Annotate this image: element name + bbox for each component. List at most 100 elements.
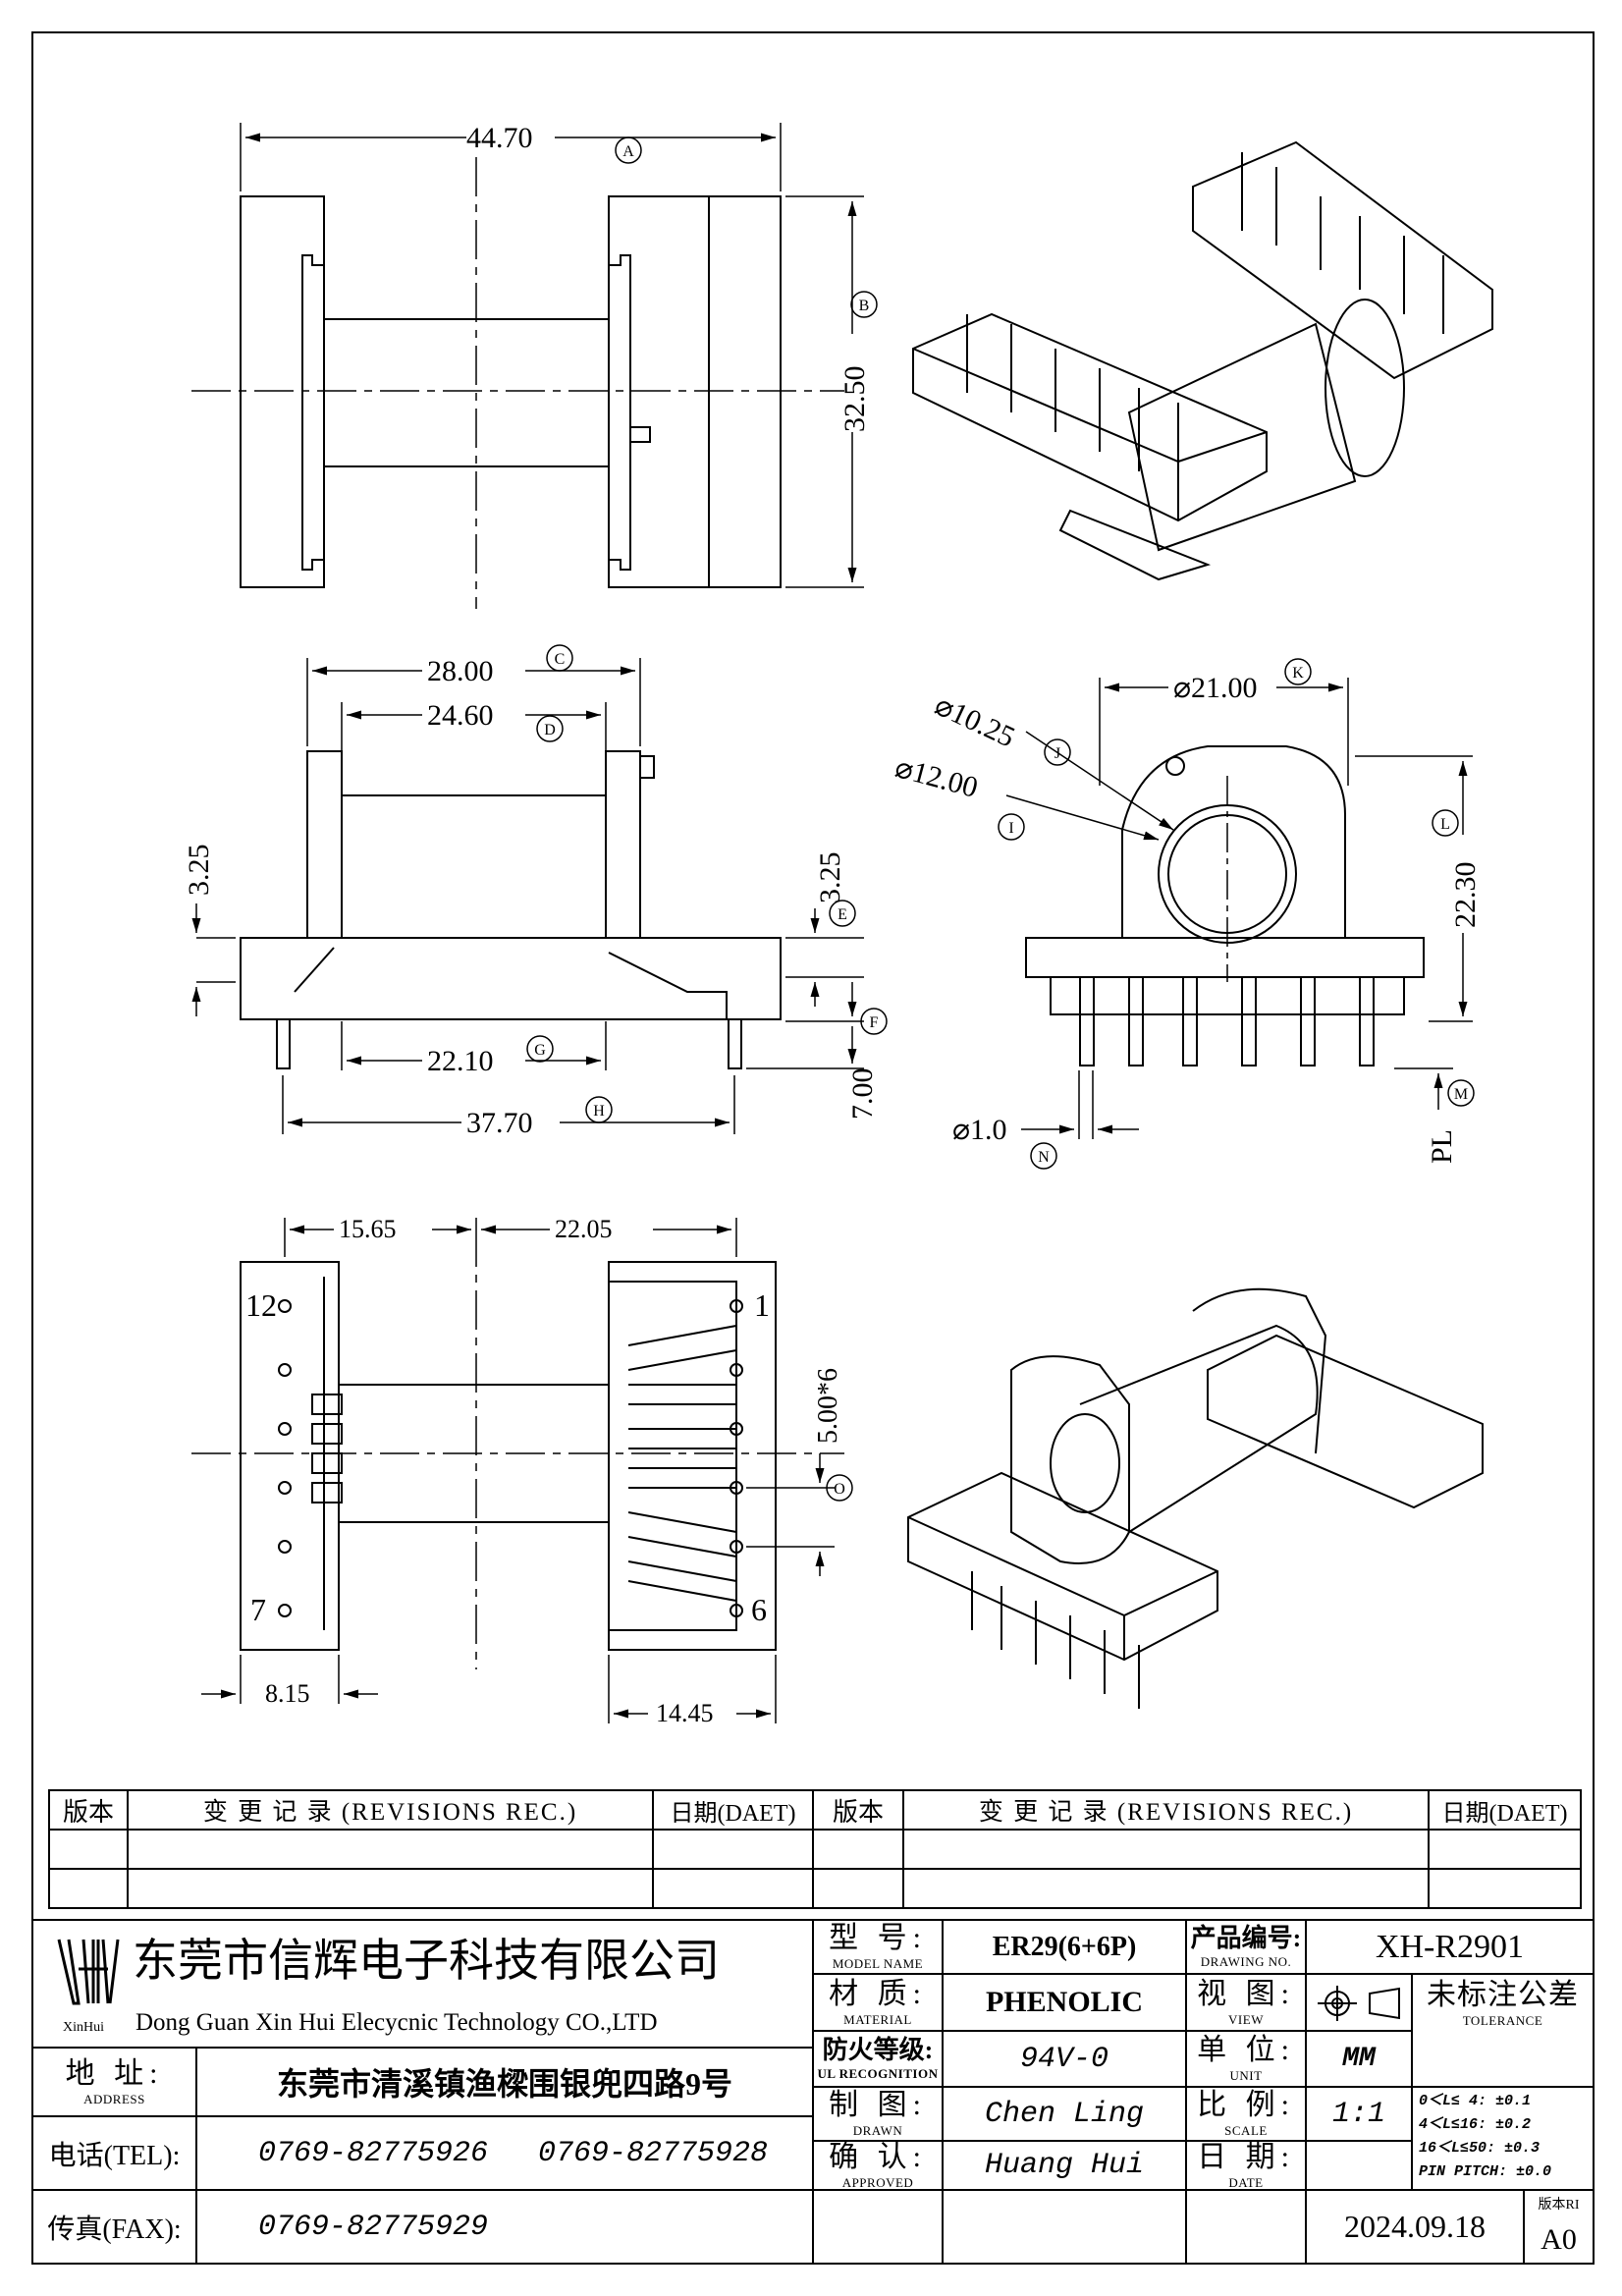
date-label: 日 期:DATE [1197,2140,1295,2190]
bottom-dimension-labels: 15.65 22.05 5.00*6 8.15 14.45 [265,1215,843,1727]
top-view [191,157,844,609]
marker-f: F [860,1008,888,1035]
model-label: 型 号:MODEL NAME [829,1922,927,1971]
svg-text:G: G [534,1042,546,1059]
marker-d: D [536,715,564,742]
dim-flange-thickness-left: 3.25 [183,845,215,897]
dim-right-base: 14.45 [656,1699,714,1727]
dim-core-outer-dia: ⌀12.00 [892,751,981,804]
marker-a: A [615,137,642,164]
rev-col-date-2: 日期(DAET) [1441,1800,1568,1827]
address-value: 东莞市清溪镇渔樑围银兜四路9号 [276,2066,732,2102]
title-block [31,1919,1595,2265]
dimension-labels: 44.70 32.50 28.00 24.60 3.25 3.25 22.10 … [183,122,1482,1164]
dim-overall-length: 44.70 [466,122,533,154]
rev-col-changes-1: 变 更 记 录 (REVISIONS REC.) [202,1799,578,1826]
dim-core-inner-dia: ⌀10.25 [930,688,1019,753]
side-view [1025,745,1425,1066]
tel-label: 电话(TEL): [48,2140,181,2171]
dim-right-pin-offset: 22.05 [555,1215,613,1243]
rev-col-date-1: 日期(DAET) [670,1800,796,1827]
scale-label: 比 例:SCALE [1197,2089,1295,2138]
marker-j: J [1044,738,1071,766]
xinhui-logo [57,1939,120,2005]
rev-col-version-2: 版本 [832,1797,884,1827]
model-value: ER29(6+6P) [992,1931,1137,1962]
dim-pin-length-label: PL [1426,1129,1458,1164]
svg-text:A: A [622,143,634,160]
pin-label-12: 12 [245,1287,277,1323]
tolerance-table: 0＜L≤ 4: ±0.1 4＜L≤16: ±0.2 16＜L≤50: ±0.3 … [1419,2090,1591,2188]
marker-k: K [1284,658,1312,685]
rev-col-changes-2: 变 更 记 录 (REVISIONS REC.) [978,1799,1354,1826]
pin-label-7: 7 [250,1592,266,1627]
svg-text:B: B [859,298,870,314]
fax-label: 传真(FAX): [47,2214,182,2245]
tel-value-1: 0769-82775926 [257,2136,489,2170]
material-label: 材 质:MATERIAL [829,1977,927,2027]
version-label: 版本RI [1538,2198,1580,2213]
marker-e: E [829,900,856,927]
iso-view-top [912,140,1493,581]
bottom-view [191,1228,844,1669]
drawn-label: 制 图:DRAWN [829,2089,927,2138]
projection-symbol-icon [1318,1986,1400,2021]
dim-left-base: 8.15 [265,1679,310,1708]
marker-l: L [1432,809,1459,837]
marker-n: N [1030,1142,1057,1170]
ul-label: 防火等级:UL RECOGNITION [817,2036,939,2081]
logo-text: XinHui [63,2020,104,2035]
marker-m: M [1447,1079,1475,1107]
company-name-en: Dong Guan Xin Hui Elecycnic Technology C… [135,2009,658,2036]
svg-text:E: E [838,906,847,923]
fax-value: 0769-82775929 [257,2210,489,2244]
revision-table [48,1789,1582,1909]
dim-pin-length: 7.00 [846,1068,879,1121]
tolerance-row-4: PIN PITCH: ±0.0 [1419,2163,1552,2180]
dim-height-total: 22.30 [1449,862,1482,929]
drawn-value: Chen Ling [984,2097,1145,2131]
unit-value: MM [1342,2044,1376,2074]
marker-g: G [526,1035,554,1063]
dim-pin-pitch: 5.00*6 [813,1368,843,1444]
date-value: 2024.09.18 [1344,2209,1486,2244]
approved-value: Huang Hui [984,2149,1145,2182]
address-label: 地 址: ADDRESS [65,2056,164,2106]
svg-text:J: J [1054,745,1060,762]
marker-i: I [998,813,1025,841]
front-view-dims [191,658,864,1134]
front-view [240,750,782,1069]
dim-flange-width-inner: 24.60 [427,699,494,732]
approved-label: 确 认:APPROVED [829,2140,927,2190]
iso-view-bottom [907,1287,1484,1709]
side-view-dims [1005,678,1473,1139]
view-label: 视 图:VIEW [1197,1977,1295,2027]
dim-flange-thickness-right: 3.25 [814,852,846,904]
svg-text:N: N [1038,1149,1050,1166]
marker-o: O [826,1474,853,1502]
pin-number-labels: 12 7 1 6 [245,1287,770,1627]
company-name-cn: 东莞市信辉电子科技有限公司 [133,1935,720,1986]
svg-text:C: C [555,651,566,668]
ul-value: 94V-0 [1019,2042,1108,2076]
svg-text:I: I [1008,820,1013,837]
marker-b: B [850,291,878,318]
marker-h: H [585,1096,613,1123]
svg-text:O: O [834,1481,845,1498]
version-value: A0 [1541,2222,1577,2256]
scale-value: 1:1 [1331,2097,1385,2131]
svg-text:K: K [1292,665,1304,682]
reference-markers: A B C D E F G H I J K L M N O [526,137,1475,1502]
unit-label: 单 位:UNIT [1197,2034,1295,2083]
dim-pin-span: 37.70 [466,1107,533,1139]
dim-left-pin-offset: 15.65 [339,1215,397,1243]
marker-c: C [546,644,573,672]
svg-text:H: H [593,1103,605,1120]
drawing-no-value: XH-R2901 [1375,1928,1525,1965]
pin-label-1: 1 [754,1287,770,1323]
dim-flange-diameter: ⌀21.00 [1173,672,1258,704]
dim-pin-diameter: ⌀1.0 [952,1114,1007,1146]
tolerance-row-3: 16＜L≤50: ±0.3 [1419,2140,1541,2157]
